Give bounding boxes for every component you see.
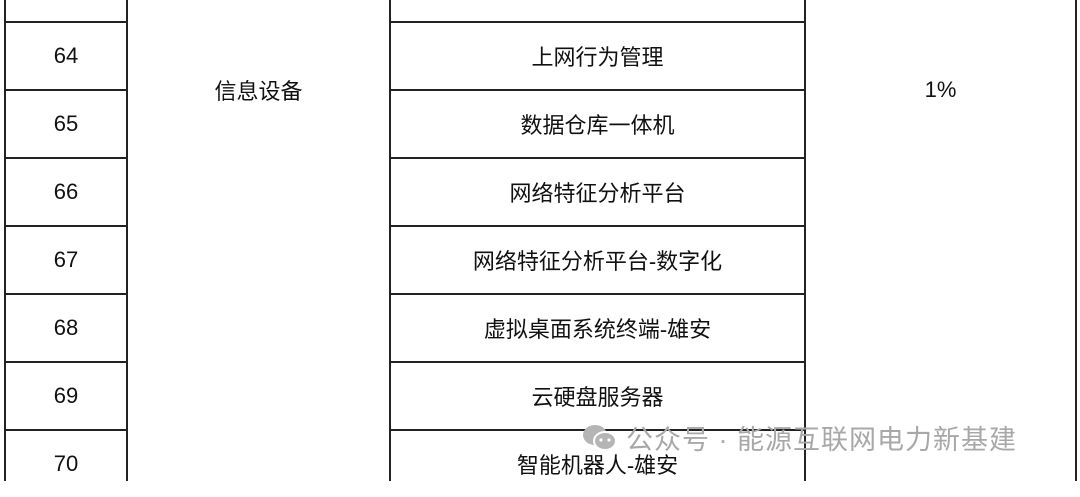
row-divider — [4, 157, 128, 159]
equipment-name: 智能机器人-雄安 — [516, 453, 679, 478]
row-number: 68 — [53, 315, 79, 340]
table-border — [1075, 0, 1077, 481]
row-divider — [389, 293, 806, 295]
equipment-name: 云硬盘服务器 — [531, 385, 664, 410]
equipment-name: 上网行为管理 — [531, 45, 664, 70]
watermark: 公众号 · 能源互联网电力新基建 — [582, 418, 1017, 457]
equipment-name: 网络特征分析平台-数字化 — [472, 249, 723, 274]
equipment-name: 数据仓库一体机 — [520, 113, 675, 138]
row-divider — [4, 21, 128, 23]
row-divider — [4, 293, 128, 295]
row-divider — [4, 89, 128, 91]
equipment-name: 网络特征分析平台 — [509, 181, 686, 206]
row-number: 64 — [53, 43, 79, 68]
table-border — [4, 0, 6, 481]
column-divider — [389, 0, 391, 481]
row-divider — [389, 361, 806, 363]
row-number: 67 — [53, 247, 79, 272]
category-cell: 信息设备 — [214, 79, 303, 104]
row-number: 69 — [53, 383, 79, 408]
row-divider — [389, 89, 806, 91]
row-divider — [4, 361, 128, 363]
row-number: 66 — [53, 179, 79, 204]
row-divider — [4, 225, 128, 227]
column-divider — [126, 0, 128, 481]
ratio-cell: 1% — [924, 77, 957, 102]
row-divider — [4, 429, 128, 431]
column-divider — [804, 0, 806, 481]
row-number: 65 — [53, 111, 79, 136]
row-number: 70 — [53, 451, 79, 476]
row-divider — [389, 157, 806, 159]
wechat-icon — [583, 424, 617, 451]
watermark-text: 公众号 · 能源互联网电力新基建 — [626, 425, 1017, 455]
row-divider — [389, 225, 806, 227]
equipment-name: 虚拟桌面系统终端-雄安 — [483, 317, 712, 342]
row-divider — [389, 21, 806, 23]
